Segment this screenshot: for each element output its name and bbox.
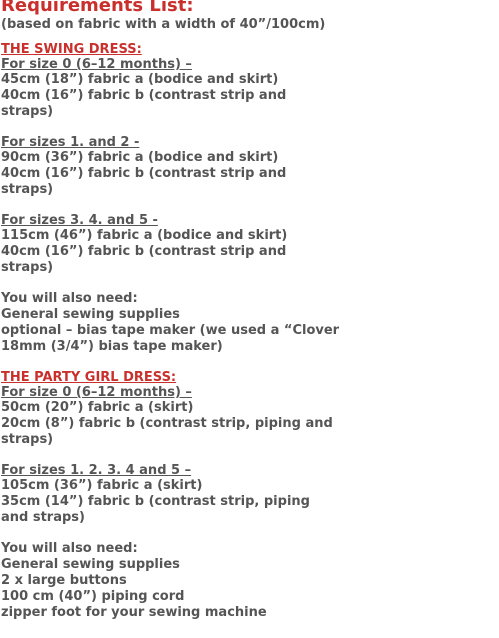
party-dress-section: THE PARTY GIRL DRESS: For size 0 (6–12 m…	[1, 370, 499, 621]
swing-size345-line: 115cm (46”) fabric a (bodice and skirt)	[1, 228, 288, 243]
swing-size12-line: 90cm (36”) fabric a (bodice and skirt)	[1, 150, 279, 165]
swing-also-heading: You will also need:	[1, 291, 138, 306]
swing-size12-line: straps)	[1, 182, 54, 197]
party-dress-title: THE PARTY GIRL DRESS:	[1, 370, 177, 385]
party-also-line: General sewing supplies	[1, 557, 180, 572]
party-also-line: 100 cm (40”) piping cord	[1, 589, 185, 604]
party-also-line: zipper foot for your sewing machine	[1, 605, 267, 620]
party-size12345-line: 35cm (14”) fabric b (contrast strip, pip…	[1, 494, 310, 509]
swing-size0-line: 40cm (16”) fabric b (contrast strip and	[1, 88, 287, 103]
party-also-heading: You will also need:	[1, 541, 138, 556]
swing-size345-label: For sizes 3. 4. and 5 -	[1, 213, 158, 228]
swing-size0-line: straps)	[1, 104, 54, 119]
party-size0-line: 20cm (8”) fabric b (contrast strip, pipi…	[1, 416, 333, 431]
swing-size0-label: For size 0 (6–12 months) –	[1, 57, 192, 72]
swing-also-line: optional – bias tape maker (we used a “C…	[1, 323, 340, 338]
swing-dress-section: THE SWING DRESS: For size 0 (6–12 months…	[1, 42, 499, 355]
party-size0-label: For size 0 (6–12 months) –	[1, 385, 192, 400]
fabric-width-note: (based on fabric with a width of 40”/100…	[1, 17, 326, 32]
party-size12345-label: For sizes 1. 2. 3. 4 and 5 –	[1, 463, 192, 478]
party-size0-line: straps)	[1, 432, 54, 447]
swing-also-line: 18mm (3/4”) bias tape maker)	[1, 339, 223, 354]
swing-size345-line: straps)	[1, 260, 54, 275]
swing-size12-label: For sizes 1. and 2 -	[1, 135, 140, 150]
swing-dress-title: THE SWING DRESS:	[1, 42, 142, 57]
page-title: Requirements List:	[1, 0, 194, 16]
party-also-line: 2 x large buttons	[1, 573, 127, 588]
swing-also-line: General sewing supplies	[1, 307, 180, 322]
party-size0-line: 50cm (20”) fabric a (skirt)	[1, 400, 194, 415]
swing-size0-line: 45cm (18”) fabric a (bodice and skirt)	[1, 72, 279, 87]
party-size12345-line: 105cm (36”) fabric a (skirt)	[1, 478, 203, 493]
party-size12345-line: and straps)	[1, 510, 85, 525]
swing-size345-line: 40cm (16”) fabric b (contrast strip and	[1, 244, 287, 259]
swing-size12-line: 40cm (16”) fabric b (contrast strip and	[1, 166, 287, 181]
